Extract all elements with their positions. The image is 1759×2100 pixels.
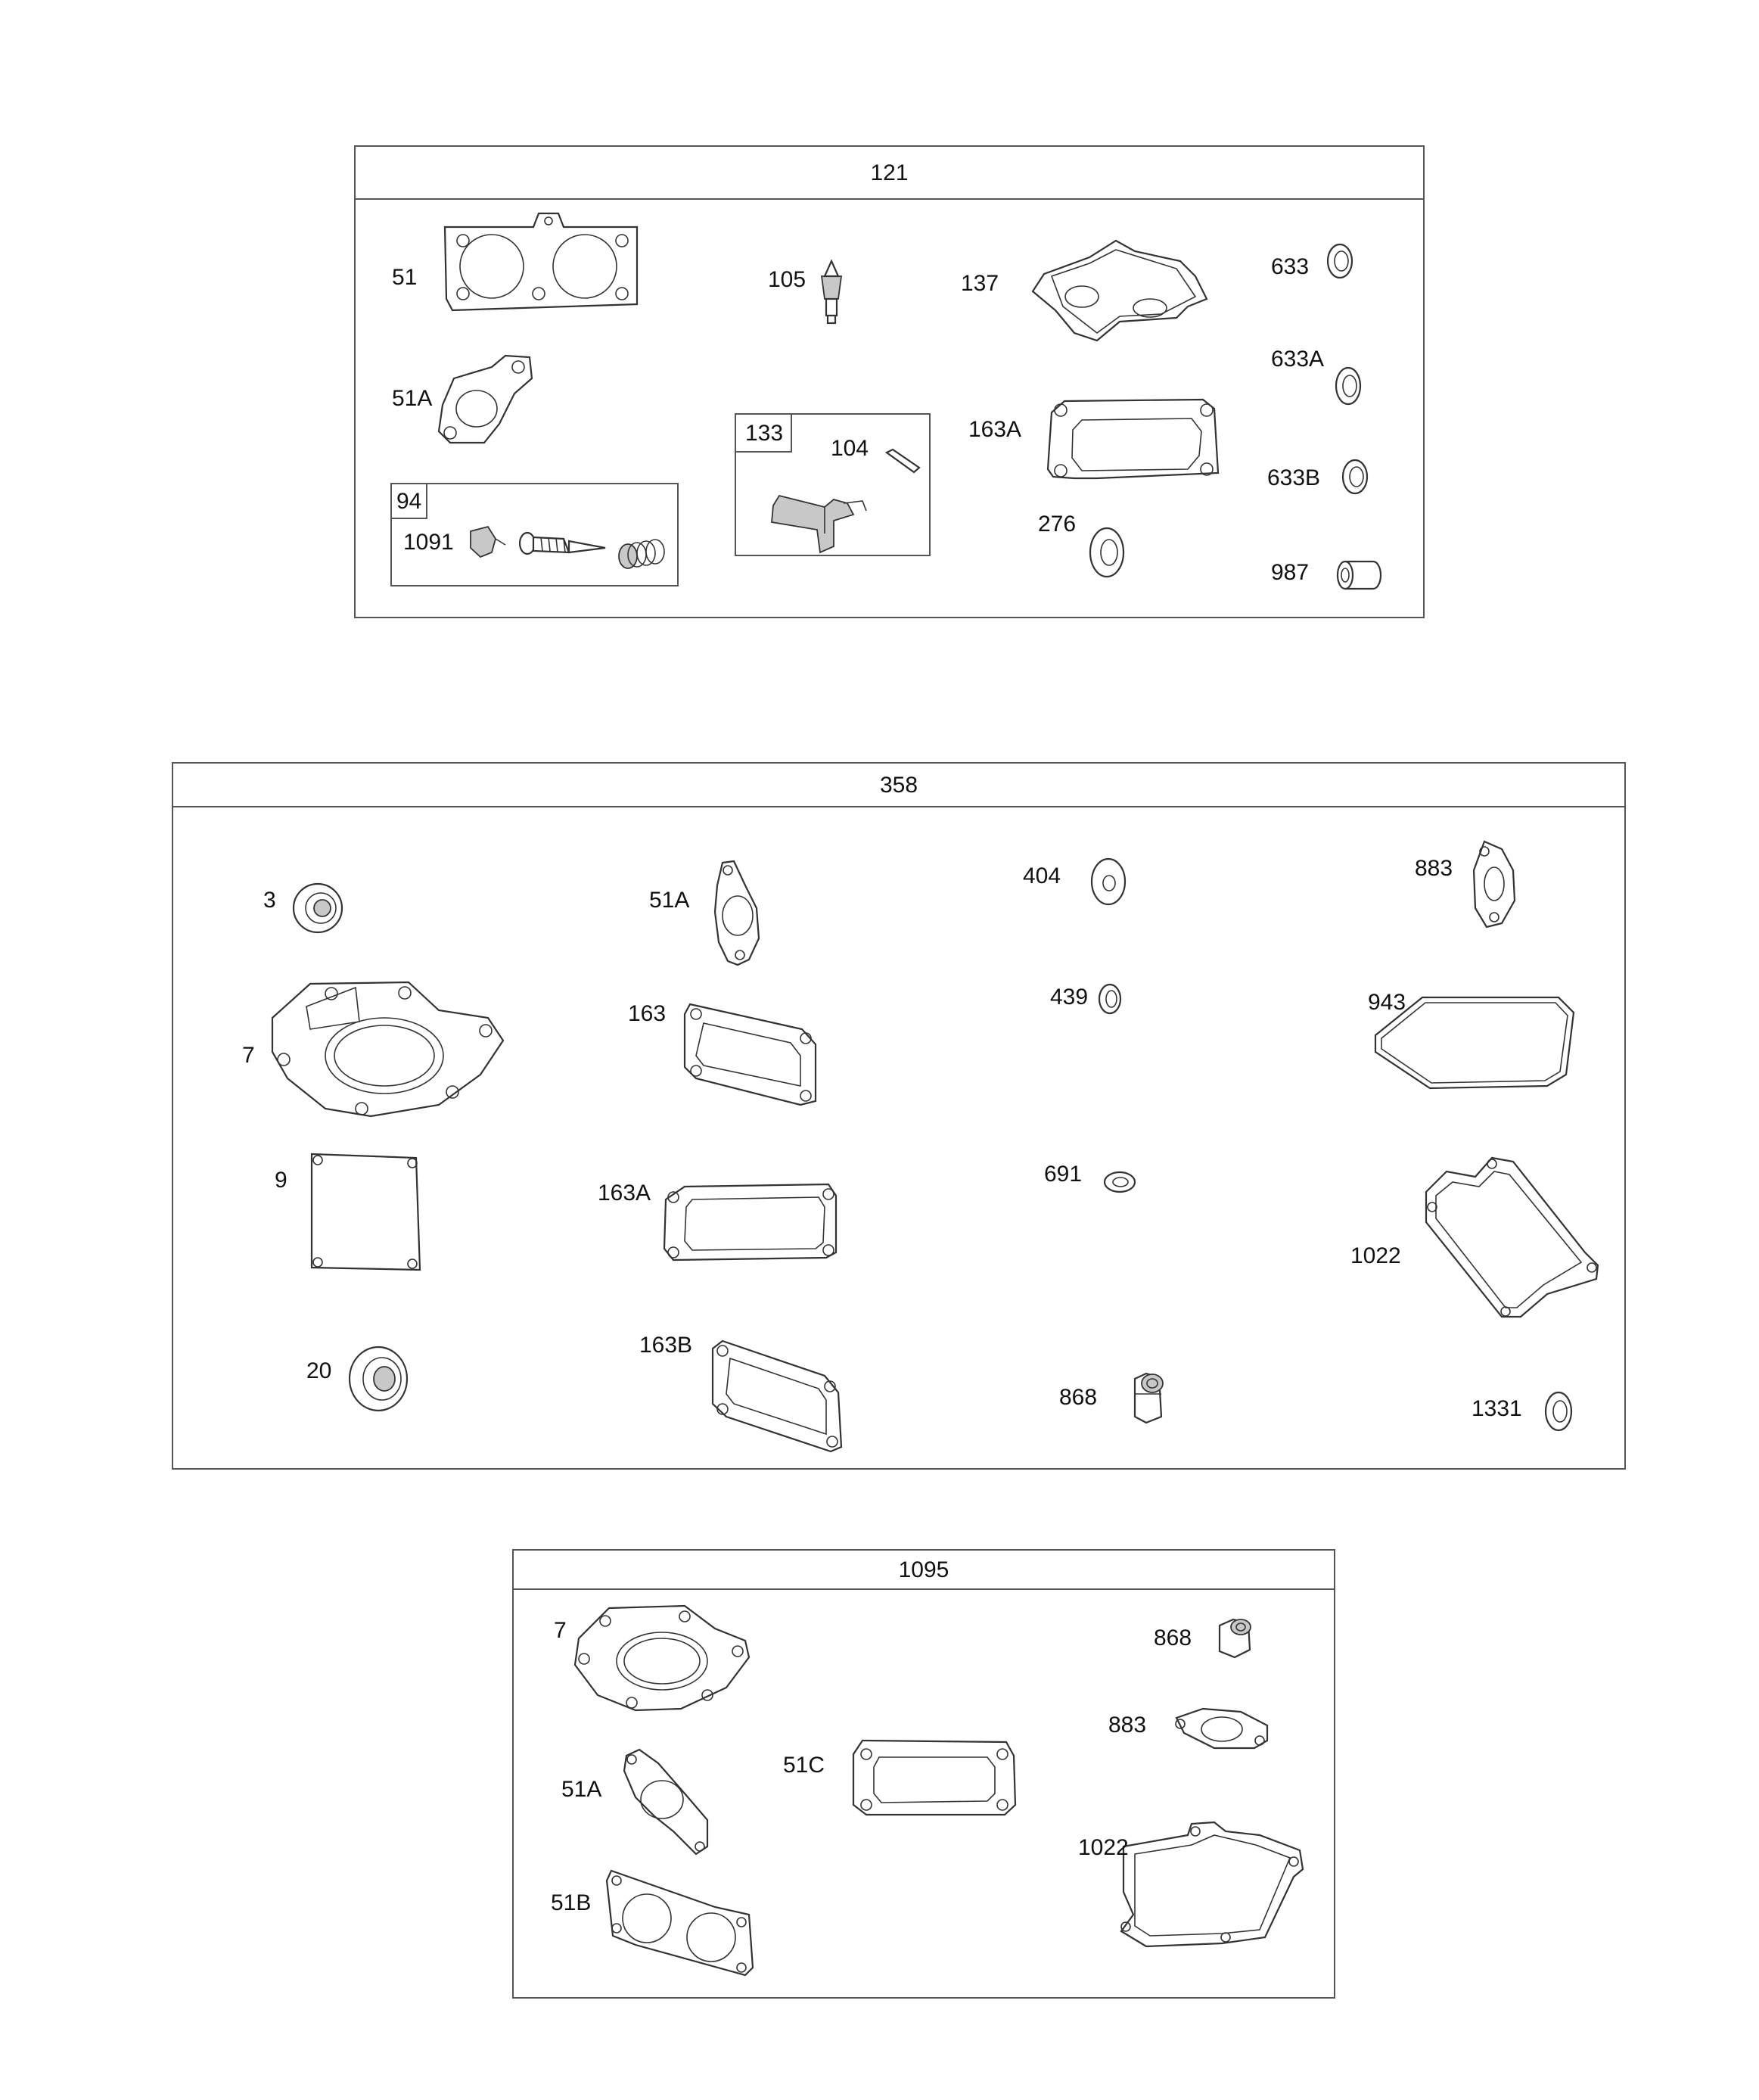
gasket-163B-shape (711, 1339, 843, 1453)
part-label-439: 439 (1050, 985, 1089, 1010)
seal-633A-shape (1335, 366, 1362, 406)
part-label-987: 987 (1271, 560, 1310, 585)
part-label-7-kit358: 7 (242, 1043, 255, 1068)
part-label-51C: 51C (783, 1753, 825, 1778)
part-label-105: 105 (768, 267, 806, 292)
part-label-868-kit1095: 868 (1154, 1626, 1192, 1650)
pin-104-shape (884, 448, 921, 474)
lever-133-shape (771, 494, 867, 554)
part-label-104: 104 (831, 436, 869, 461)
seal-633B-shape (1341, 459, 1369, 495)
part-label-163A-kit358: 163A (598, 1181, 651, 1206)
gasket-51-shape (443, 212, 639, 312)
washer-276-shape (1089, 527, 1125, 578)
kit-358-header: 358 (173, 764, 1624, 807)
part-label-633: 633 (1271, 254, 1310, 279)
gasket-51A-shape-kit358 (713, 860, 760, 966)
gasket-137-shape (1031, 239, 1208, 342)
bushing-987-shape (1336, 560, 1382, 590)
part-label-883-kit1095: 883 (1108, 1713, 1147, 1738)
part-label-51A-kit1095: 51A (561, 1777, 602, 1802)
gasket-7-shape-kit358 (271, 981, 505, 1118)
washer-1331-shape (1544, 1391, 1573, 1432)
part-label-163A-kit121: 163A (968, 417, 1022, 442)
part-label-51B: 51B (551, 1890, 592, 1915)
seal-633-shape (1326, 243, 1353, 279)
part-label-943: 943 (1368, 990, 1406, 1015)
needle-105-shape (820, 259, 843, 325)
part-label-9: 9 (275, 1168, 287, 1193)
gasket-51A-shape-kit121 (437, 354, 533, 444)
subkit-94-tag: 94 (392, 484, 428, 519)
kit-121-number: 121 (870, 160, 909, 185)
part-label-51A-kit121: 51A (392, 386, 433, 411)
gasket-163A-shape-kit358 (663, 1183, 838, 1262)
screw-1091-shape (470, 525, 665, 569)
part-label-276: 276 (1038, 512, 1077, 537)
part-label-20: 20 (306, 1358, 332, 1383)
gasket-163A-shape-kit121 (1046, 398, 1220, 480)
part-label-7-kit1095: 7 (554, 1618, 567, 1643)
gasket-163-shape (683, 1003, 817, 1106)
gasket-883-shape-kit1095 (1175, 1707, 1269, 1750)
part-label-137: 137 (961, 271, 999, 296)
seal-868-shape-kit1095 (1218, 1618, 1251, 1659)
washer-691-shape (1103, 1171, 1136, 1193)
kit-1095-header: 1095 (514, 1551, 1334, 1590)
part-label-163B: 163B (639, 1333, 693, 1358)
part-label-51A-kit358: 51A (649, 888, 690, 913)
gasket-1022-shape-kit358 (1425, 1156, 1599, 1318)
gasket-9-shape (310, 1153, 421, 1271)
gasket-883-shape-kit358 (1472, 840, 1516, 929)
gasket-1022-shape-kit1095 (1120, 1821, 1304, 1948)
part-label-51: 51 (392, 265, 418, 290)
seal-20-shape (348, 1346, 409, 1412)
part-label-404: 404 (1023, 863, 1061, 888)
part-label-883-kit358: 883 (1415, 856, 1453, 881)
kit-358-number: 358 (879, 773, 918, 798)
oring-943-shape (1374, 996, 1575, 1090)
seal-3-shape (292, 882, 343, 934)
part-label-1022-kit358: 1022 (1350, 1243, 1401, 1268)
part-label-1022-kit1095: 1022 (1078, 1835, 1129, 1860)
part-label-633B: 633B (1267, 465, 1321, 490)
part-label-3: 3 (263, 888, 276, 913)
part-label-868-kit358: 868 (1059, 1385, 1098, 1410)
part-label-691: 691 (1044, 1162, 1083, 1187)
kit-121-header: 121 (356, 147, 1423, 200)
gasket-7-shape-kit1095 (573, 1604, 751, 1712)
kit-1095-number: 1095 (898, 1557, 949, 1582)
washer-404-shape (1090, 857, 1127, 906)
part-label-163: 163 (628, 1001, 667, 1026)
subkit-133-tag: 133 (736, 415, 793, 453)
subkit-94-box: 94 (390, 483, 679, 586)
gasket-51A-shape-kit1095 (623, 1748, 709, 1856)
part-label-1091: 1091 (403, 530, 454, 555)
seal-868-shape-kit358 (1133, 1372, 1164, 1424)
seal-439-shape (1098, 983, 1122, 1015)
subkit-133-box: 133 (735, 413, 931, 556)
kit-358-panel: 358 (172, 762, 1626, 1470)
part-label-1331: 1331 (1472, 1396, 1522, 1421)
gasket-51C-shape (852, 1739, 1017, 1816)
gasket-51B-shape (605, 1869, 754, 1977)
part-label-633A: 633A (1271, 347, 1325, 372)
